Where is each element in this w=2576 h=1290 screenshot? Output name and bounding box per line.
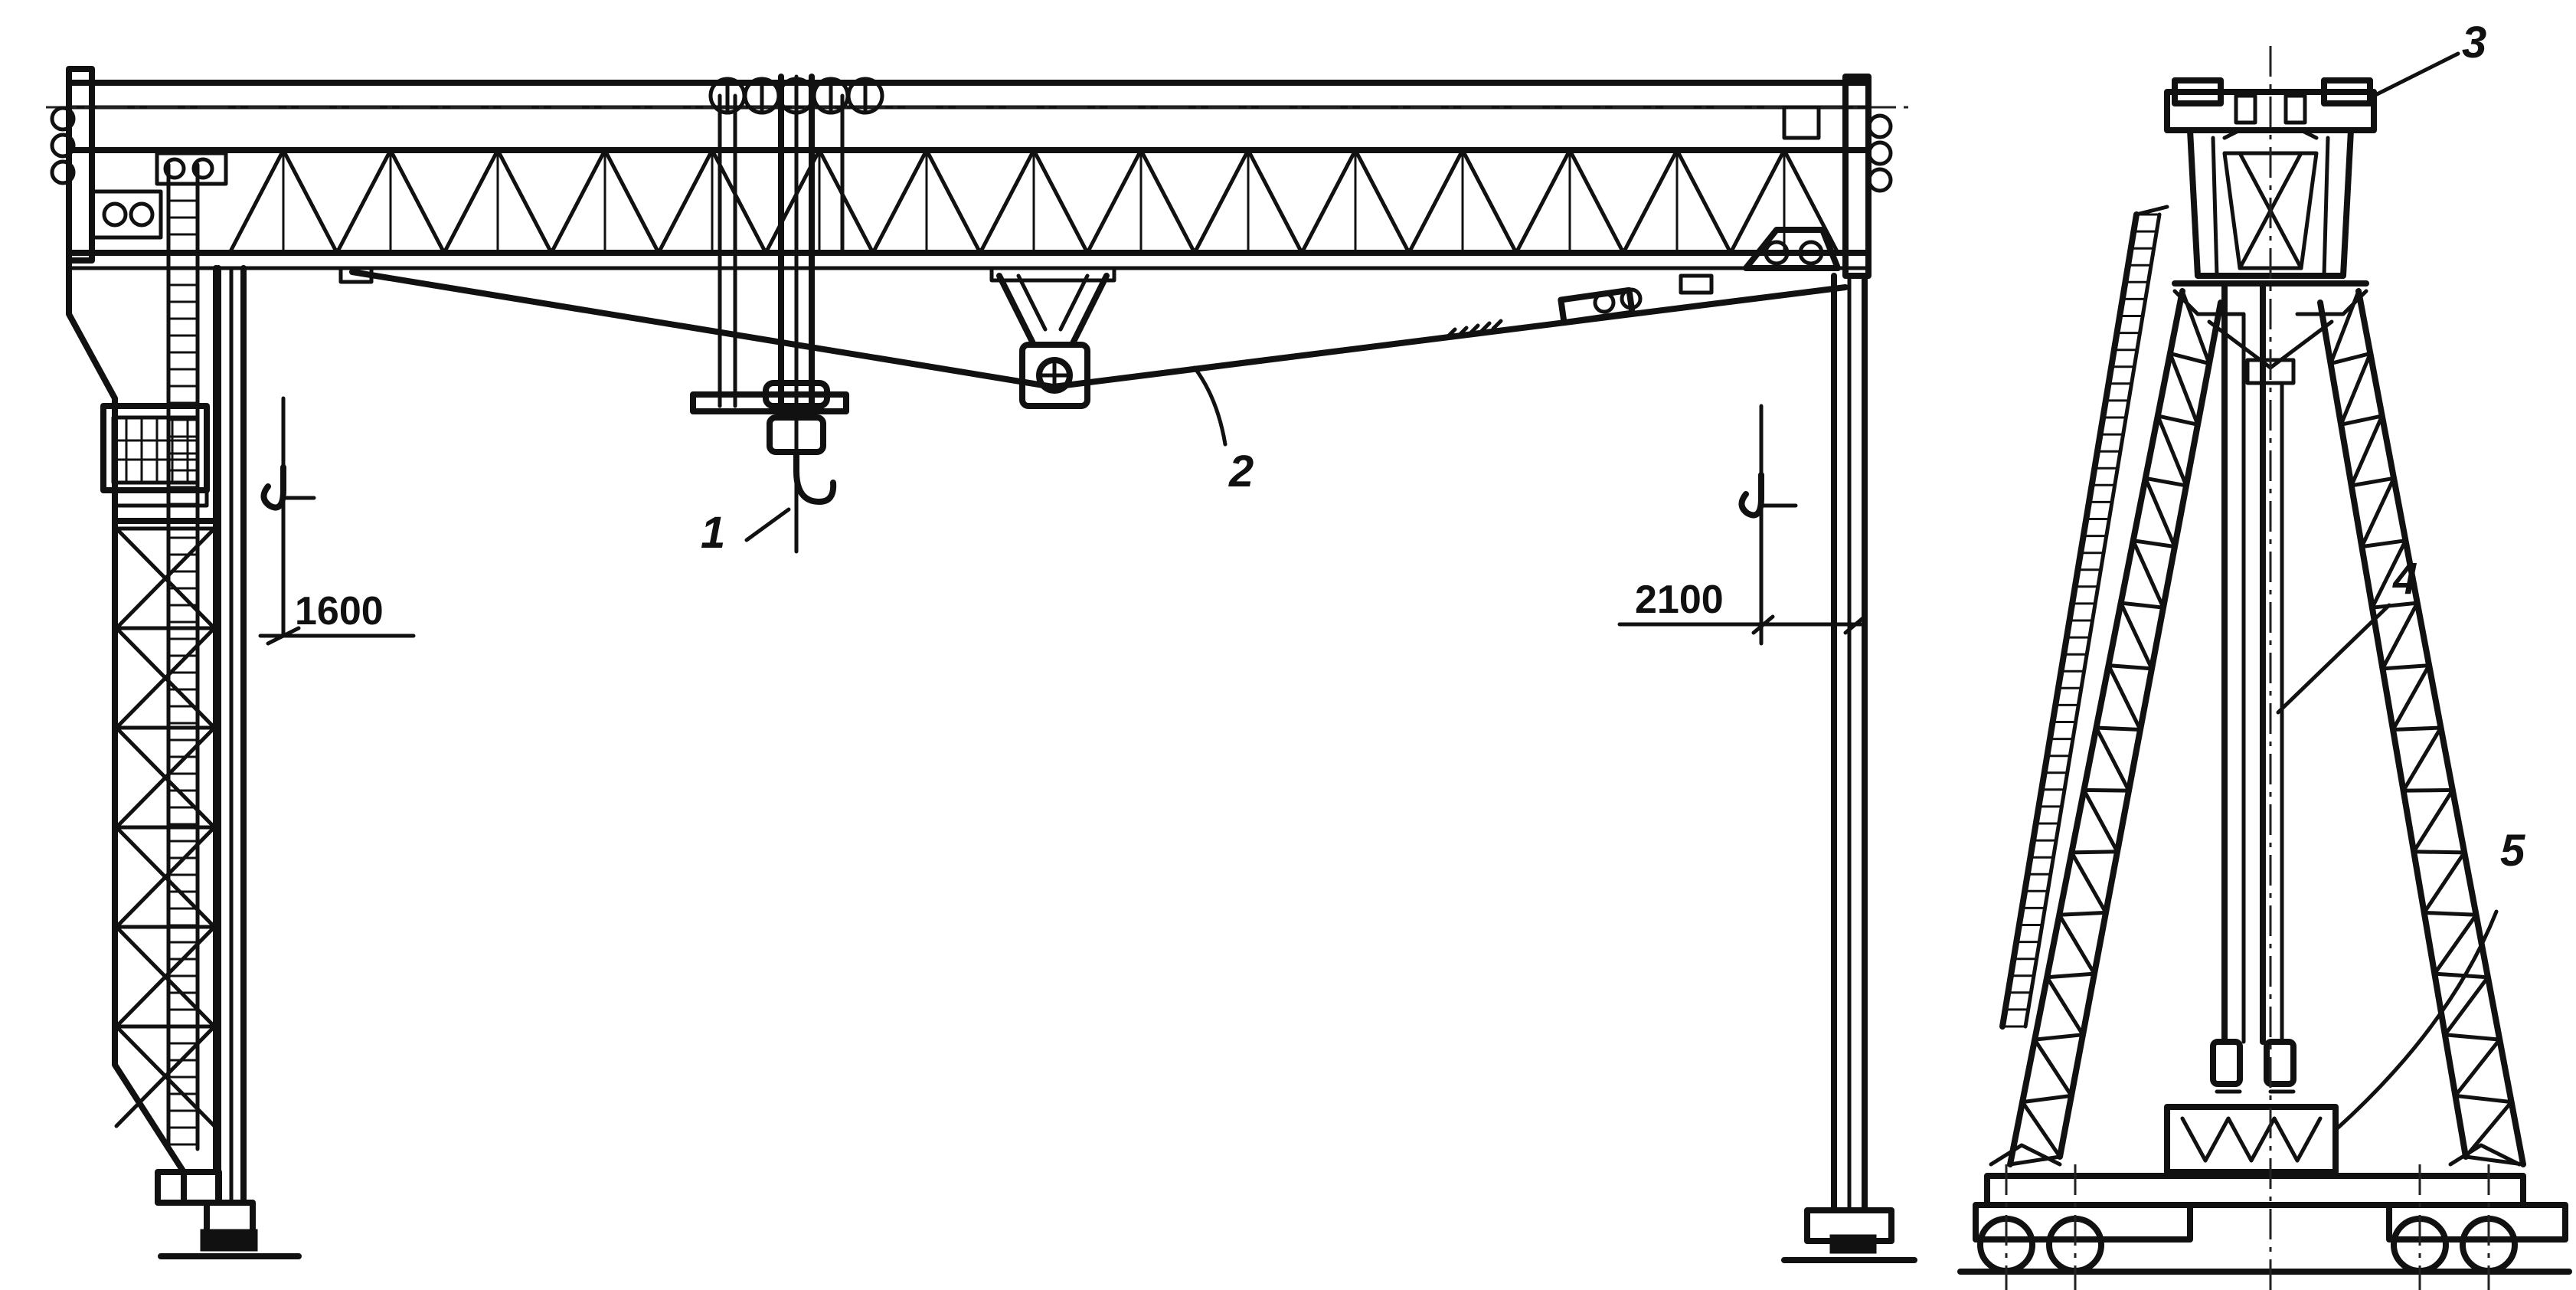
side-inclined-legs <box>2007 288 2526 1167</box>
side-view <box>1957 46 2572 1290</box>
side-bottom-block <box>2164 1104 2339 1175</box>
label-bottom-block: 5 <box>2500 826 2525 876</box>
leader-5 <box>2333 909 2499 1132</box>
central-hanger-bracket <box>989 266 1116 409</box>
label-top-trolley: 3 <box>2462 18 2486 67</box>
main-truss-girder <box>66 80 1872 270</box>
label-brace-rod: 2 <box>1228 447 1254 496</box>
hoist-trolley <box>690 74 884 554</box>
dimension-left: 1600 <box>295 589 384 634</box>
side-base-bogies <box>1957 1143 2572 1275</box>
side-ladder <box>1999 205 2169 1030</box>
leader-1 <box>744 507 791 542</box>
front-view <box>46 66 1917 1263</box>
brace-rods <box>338 266 1849 390</box>
label-hook: 1 <box>701 508 725 558</box>
leader-4 <box>2276 603 2391 715</box>
side-hoist-rope <box>2210 280 2296 1094</box>
operator-cabin <box>100 403 210 508</box>
right-hook-symbol <box>1617 404 1867 646</box>
leader-2 <box>1192 365 1228 447</box>
left-hook-symbol <box>258 396 416 646</box>
dimension-right: 2100 <box>1635 578 1724 622</box>
left-ladder-tower <box>66 162 222 1206</box>
leader-3 <box>2372 51 2460 98</box>
label-hoist-rope: 4 <box>2392 554 2417 604</box>
right-end-carriage <box>1743 74 1893 279</box>
right-leg <box>1781 273 1917 1263</box>
left-end-carriage <box>50 66 228 264</box>
side-top-trolley <box>2164 77 2377 140</box>
side-upper-frame <box>2172 127 2369 385</box>
